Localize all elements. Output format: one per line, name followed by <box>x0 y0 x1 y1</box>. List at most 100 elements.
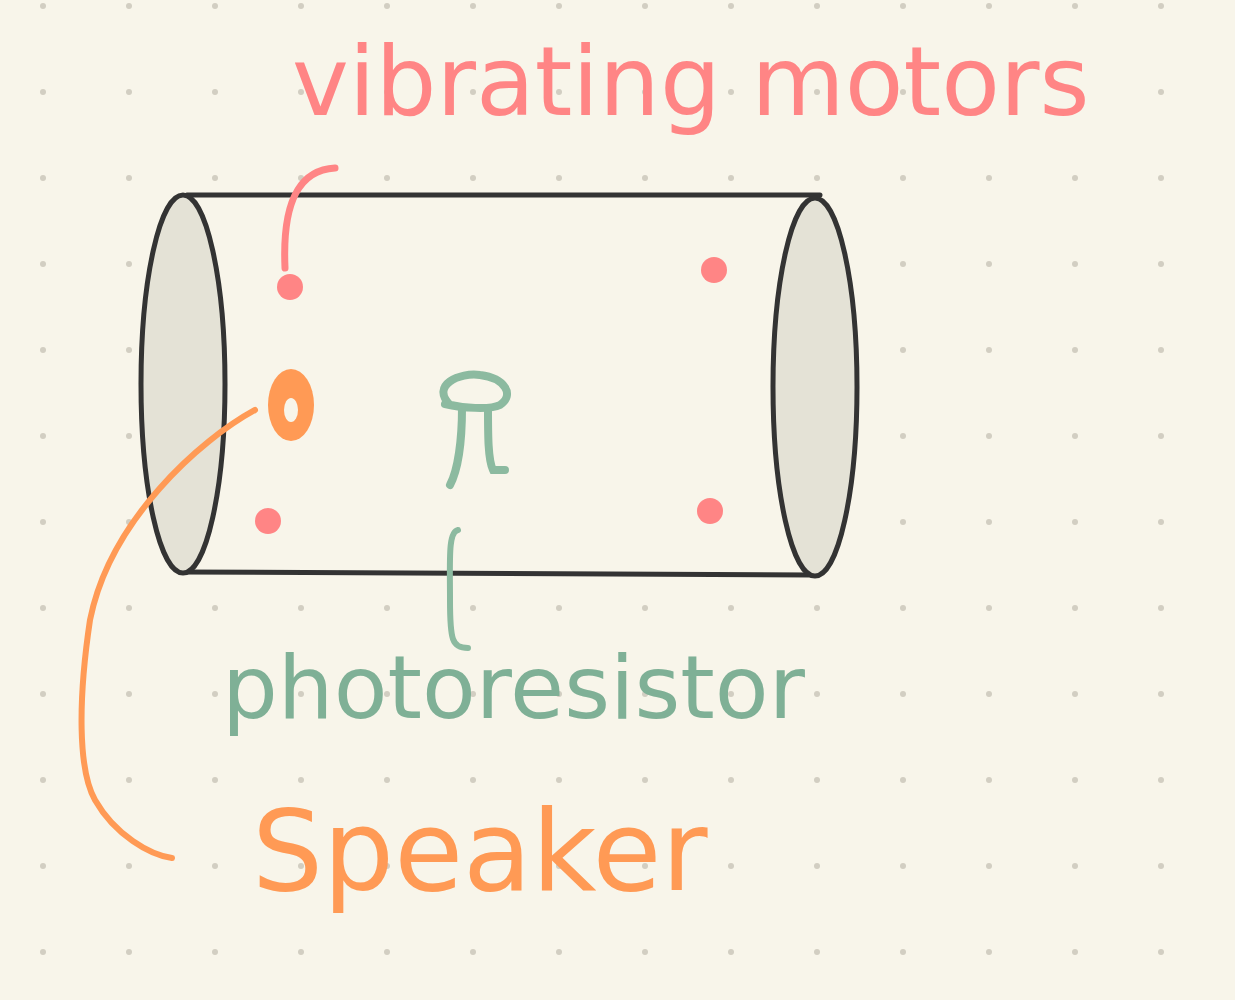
grid-dot <box>986 433 992 439</box>
grid-dot <box>40 605 46 611</box>
photoresistor-symbol <box>443 375 507 408</box>
grid-dot <box>40 89 46 95</box>
grid-dot <box>986 261 992 267</box>
grid-dot <box>986 605 992 611</box>
part-label: vibrating motors <box>292 30 1089 136</box>
grid-dot <box>1158 175 1164 181</box>
grid-dot <box>900 3 906 9</box>
dot-grid <box>40 3 1164 955</box>
cylinder-edge <box>187 193 820 198</box>
grid-dot <box>728 175 734 181</box>
grid-dot <box>814 863 820 869</box>
grid-dot <box>384 3 390 9</box>
grid-dot <box>1158 89 1164 95</box>
grid-dot <box>212 777 218 783</box>
grid-dot <box>814 175 820 181</box>
grid-dot <box>212 89 218 95</box>
grid-dot <box>1158 605 1164 611</box>
grid-dot <box>1072 605 1078 611</box>
grid-dot <box>900 605 906 611</box>
grid-dot <box>470 777 476 783</box>
motor-dot <box>701 257 727 283</box>
cylinder-edge <box>180 572 812 575</box>
cylinder-body <box>185 195 817 574</box>
grid-dot <box>1158 863 1164 869</box>
grid-dot <box>728 949 734 955</box>
grid-dot <box>212 691 218 697</box>
leader-line <box>285 168 335 268</box>
grid-dot <box>212 605 218 611</box>
grid-dot <box>470 949 476 955</box>
photoresistor-symbol <box>488 408 505 470</box>
grid-dot <box>126 433 132 439</box>
grid-dot <box>40 347 46 353</box>
grid-dot <box>40 691 46 697</box>
grid-dot <box>40 777 46 783</box>
leader-line <box>450 530 468 648</box>
photoresistor-symbol <box>450 408 462 485</box>
part-label: photoresistor <box>222 640 805 737</box>
grid-dot <box>642 777 648 783</box>
grid-dot <box>1072 433 1078 439</box>
grid-dot <box>814 949 820 955</box>
grid-dot <box>126 605 132 611</box>
grid-dot <box>126 777 132 783</box>
grid-dot <box>126 863 132 869</box>
grid-dot <box>126 949 132 955</box>
grid-dot <box>986 519 992 525</box>
grid-dot <box>556 777 562 783</box>
grid-dot <box>212 863 218 869</box>
grid-dot <box>900 261 906 267</box>
grid-dot <box>900 347 906 353</box>
grid-dot <box>470 175 476 181</box>
motor-dot <box>255 508 281 534</box>
grid-dot <box>900 433 906 439</box>
grid-dot <box>986 777 992 783</box>
grid-dot <box>1072 175 1078 181</box>
grid-dot <box>40 261 46 267</box>
grid-dot <box>900 175 906 181</box>
grid-dot <box>728 3 734 9</box>
grid-dot <box>900 519 906 525</box>
grid-dot <box>1158 691 1164 697</box>
grid-dot <box>1072 949 1078 955</box>
cylinder-end <box>141 195 225 573</box>
motor-dot <box>277 274 303 300</box>
grid-dot <box>814 3 820 9</box>
grid-dot <box>1072 261 1078 267</box>
cylinder-end <box>773 198 857 576</box>
part-label: Speaker <box>252 790 708 913</box>
grid-dot <box>642 3 648 9</box>
grid-dot <box>384 175 390 181</box>
grid-dot <box>212 949 218 955</box>
grid-dot <box>384 777 390 783</box>
grid-dot <box>900 949 906 955</box>
grid-dot <box>1158 3 1164 9</box>
grid-dot <box>126 175 132 181</box>
grid-dot <box>1072 3 1078 9</box>
speaker-symbol <box>268 369 314 441</box>
grid-dot <box>900 777 906 783</box>
grid-dot <box>1158 433 1164 439</box>
grid-dot <box>126 347 132 353</box>
grid-dot <box>642 949 648 955</box>
grid-dot <box>40 519 46 525</box>
grid-dot <box>298 777 304 783</box>
grid-dot <box>986 347 992 353</box>
grid-dot <box>1158 519 1164 525</box>
grid-dot <box>642 605 648 611</box>
motor-dot <box>697 498 723 524</box>
grid-dot <box>556 3 562 9</box>
grid-dot <box>986 3 992 9</box>
grid-dot <box>126 89 132 95</box>
grid-dot <box>384 605 390 611</box>
grid-dot <box>900 691 906 697</box>
grid-dot <box>1072 519 1078 525</box>
grid-dot <box>298 3 304 9</box>
grid-dot <box>470 3 476 9</box>
grid-dot <box>126 3 132 9</box>
grid-dot <box>40 175 46 181</box>
grid-dot <box>986 863 992 869</box>
grid-dot <box>40 949 46 955</box>
